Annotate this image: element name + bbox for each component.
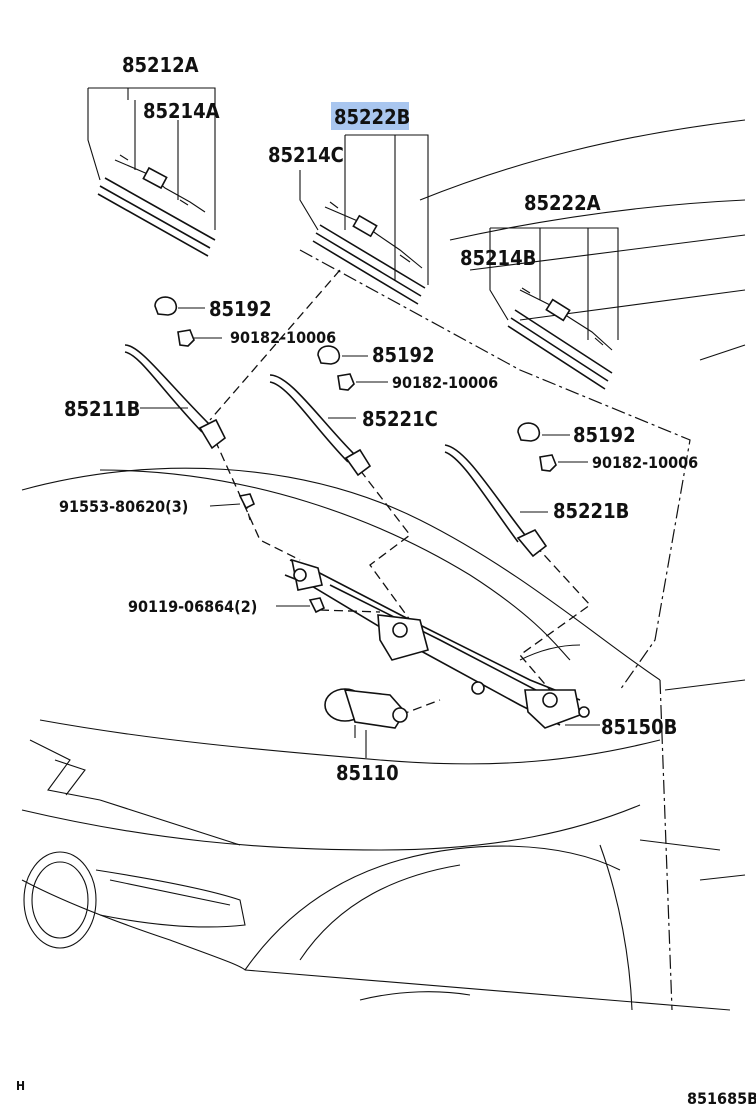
wiper-blade-85222A xyxy=(489,227,619,390)
corner-mark: H xyxy=(16,1079,25,1093)
part-number-labels: 85212A 85214A 85222B 85214C 85222A 85214… xyxy=(16,53,756,1108)
label-85221C[interactable]: 85221C xyxy=(362,407,438,431)
wiper-arm-85221C xyxy=(269,374,372,477)
label-90182-2[interactable]: 90182-10006 xyxy=(392,373,498,392)
label-90182-3[interactable]: 90182-10006 xyxy=(592,453,698,472)
label-85192-3[interactable]: 85192 xyxy=(573,423,636,447)
label-85110[interactable]: 85110 xyxy=(336,761,399,785)
label-91553[interactable]: 91553-80620(3) xyxy=(59,497,188,516)
highlight-85222B xyxy=(331,102,409,130)
wiper-arm-85211B xyxy=(124,344,227,450)
label-90182-1[interactable]: 90182-10006 xyxy=(230,328,336,347)
label-85221B[interactable]: 85221B xyxy=(553,499,629,523)
bolts-91553-90119 xyxy=(209,493,326,614)
wiper-linkage-85150B xyxy=(284,558,600,729)
wiper-blade-85212A xyxy=(87,87,216,257)
label-85212A[interactable]: 85212A xyxy=(122,53,199,77)
label-85222A[interactable]: 85222A xyxy=(524,191,601,215)
wiper-motor-85110 xyxy=(324,688,408,758)
label-85214B[interactable]: 85214B xyxy=(460,246,536,270)
label-85211B[interactable]: 85211B xyxy=(64,397,140,421)
label-85222B[interactable]: 85222B xyxy=(334,105,410,129)
label-85192-1[interactable]: 85192 xyxy=(209,297,272,321)
label-85150B[interactable]: 85150B xyxy=(601,715,677,739)
label-90119[interactable]: 90119-06864(2) xyxy=(128,597,257,616)
pivot-caps-and-nuts xyxy=(154,296,588,472)
wiper-arm-85221B xyxy=(444,444,548,558)
wiper-blade-85222B xyxy=(299,134,429,305)
diagram-code: 851685B xyxy=(687,1089,756,1108)
label-85214C[interactable]: 85214C xyxy=(268,143,344,167)
label-85192-2[interactable]: 85192 xyxy=(372,343,435,367)
label-85214A[interactable]: 85214A xyxy=(143,99,220,123)
vehicle-body-outline xyxy=(21,119,746,1011)
